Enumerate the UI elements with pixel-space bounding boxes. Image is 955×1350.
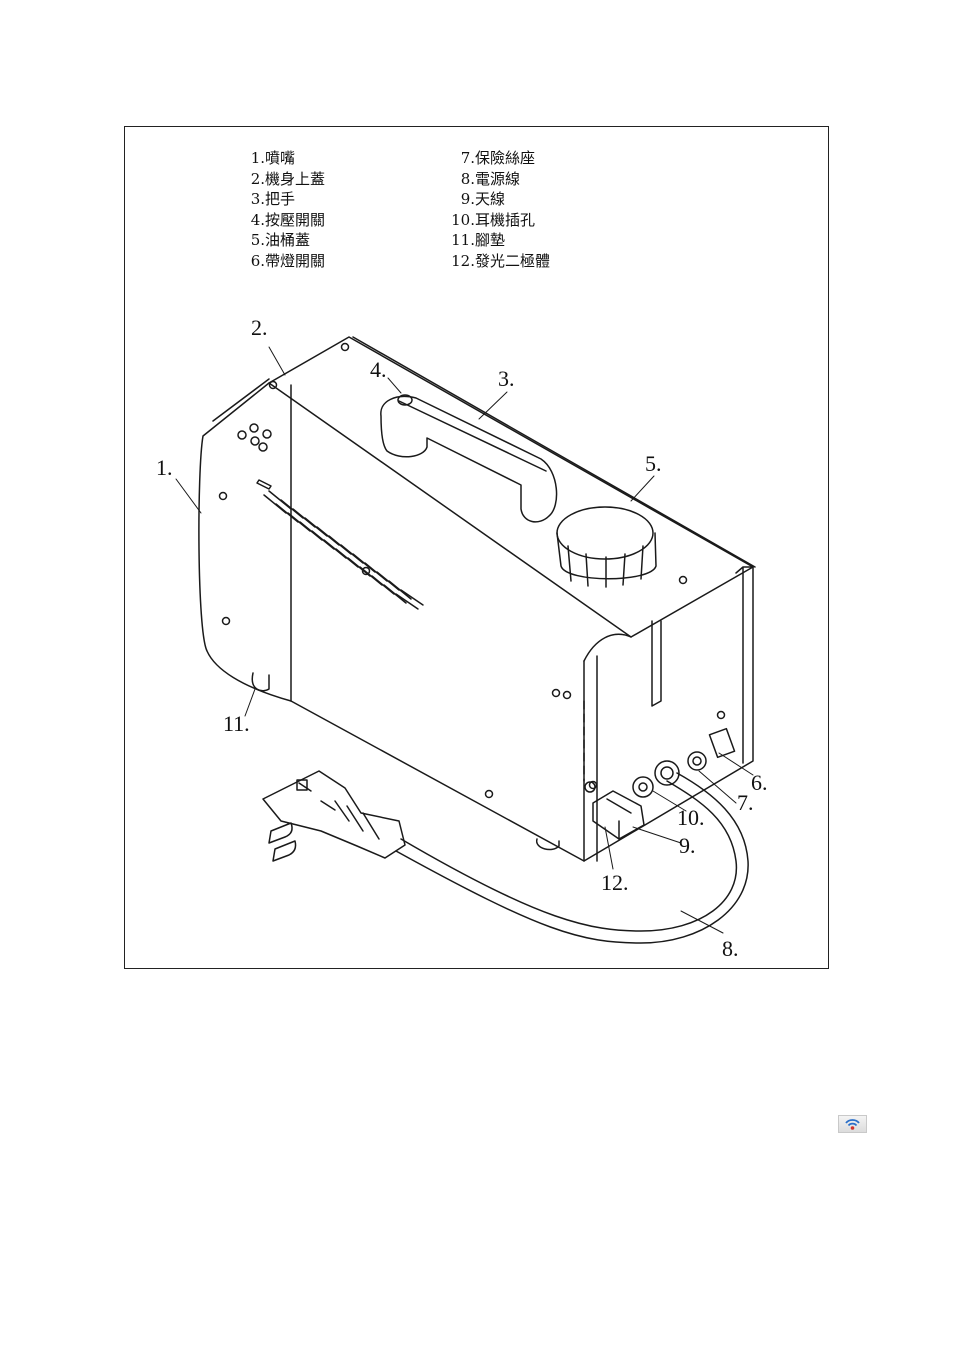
nozzle-holes xyxy=(238,424,271,451)
housing-top-rear-edge xyxy=(353,337,755,567)
callout-3: 3. xyxy=(498,366,515,391)
handle xyxy=(381,397,557,522)
fog-machine-drawing: 1. 2. 4. 3. 5. 6. 7. 8. 9. 10. 11. 12. xyxy=(125,127,828,968)
callout-7: 7. xyxy=(737,790,754,815)
callout-8: 8. xyxy=(722,936,739,961)
fuse-holder xyxy=(688,752,706,770)
plug-pin-bottom xyxy=(273,841,296,861)
lighted-switch xyxy=(709,729,734,758)
callout-5: 5. xyxy=(645,451,662,476)
housing-top-front-edge xyxy=(213,379,269,421)
callout-10: 10. xyxy=(677,805,705,830)
callout-2: 2. xyxy=(251,315,268,340)
housing-end-plate xyxy=(736,567,753,763)
front-slot xyxy=(652,621,661,706)
callout-11: 11. xyxy=(223,711,250,736)
wifi-signal-icon-glyph xyxy=(839,1116,866,1132)
diagram-frame: 1.噴嘴 2.機身上蓋 3.把手 4.按壓開關 5.油桶蓋 6.帶燈開關 7.保… xyxy=(124,126,829,969)
callout-12: 12. xyxy=(601,870,629,895)
housing-screws xyxy=(220,344,725,798)
housing-front-face xyxy=(584,567,753,861)
callout-labels: 1. 2. 4. 3. 5. 6. 7. 8. 9. 10. 11. 12. xyxy=(156,315,768,961)
wifi-signal-icon[interactable] xyxy=(838,1115,867,1133)
callout-1: 1. xyxy=(156,455,173,480)
tank-cap-top xyxy=(557,507,653,559)
foot-front xyxy=(252,673,269,691)
callout-9: 9. xyxy=(679,833,696,858)
side-vent-slots xyxy=(257,480,423,609)
housing-front-face-rounded-top xyxy=(584,634,631,661)
headphone-jack xyxy=(633,777,653,797)
callout-4: 4. xyxy=(370,357,387,382)
housing-side-panel xyxy=(199,383,584,861)
plug-pin-top xyxy=(269,823,292,843)
